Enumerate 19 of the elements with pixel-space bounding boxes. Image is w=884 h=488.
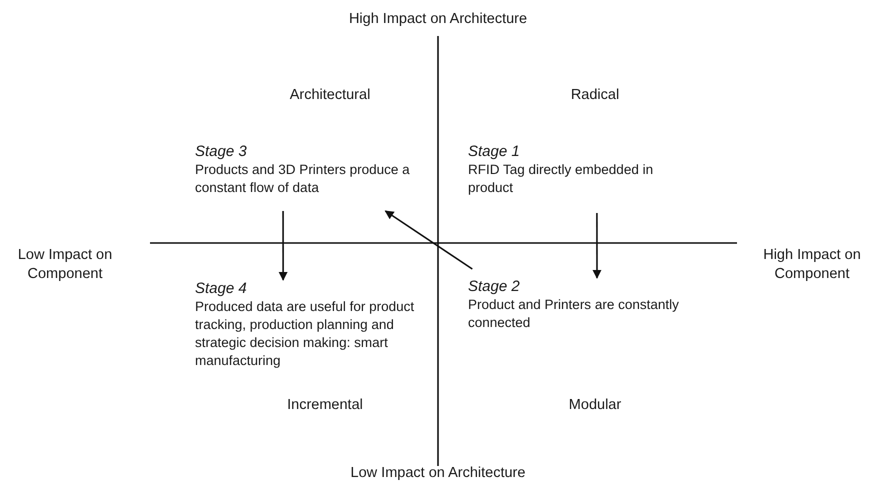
axis-label: Radical <box>570 86 620 105</box>
axis-label: Modular <box>568 396 622 415</box>
stage-description: Produced data are useful for product tracking, production planning and strategic decision making: smart manufacturing <box>195 298 416 370</box>
axis-label: High Impact on Component <box>762 246 862 284</box>
arrow <box>384 210 473 270</box>
stage-heading: Stage 2 <box>468 278 521 296</box>
stage-description: Products and 3D Printers produce a constant flow of data <box>195 161 411 197</box>
arrow <box>592 213 602 279</box>
stage-description: Product and Printers are constantly connected <box>468 296 680 332</box>
axis-label: Incremental <box>286 396 364 415</box>
axis-label: Low Impact on Architecture <box>350 464 526 483</box>
stage-heading: Stage 3 <box>195 143 248 161</box>
arrow <box>278 211 288 281</box>
stage-description: RFID Tag directly embedded in product <box>468 161 654 197</box>
axis-label: Low Impact on Component <box>16 246 114 284</box>
axis-label: High Impact on Architecture <box>348 10 528 29</box>
stage-heading: Stage 4 <box>195 280 248 298</box>
stage-heading: Stage 1 <box>468 143 521 161</box>
axis-label: Architectural <box>288 86 372 105</box>
